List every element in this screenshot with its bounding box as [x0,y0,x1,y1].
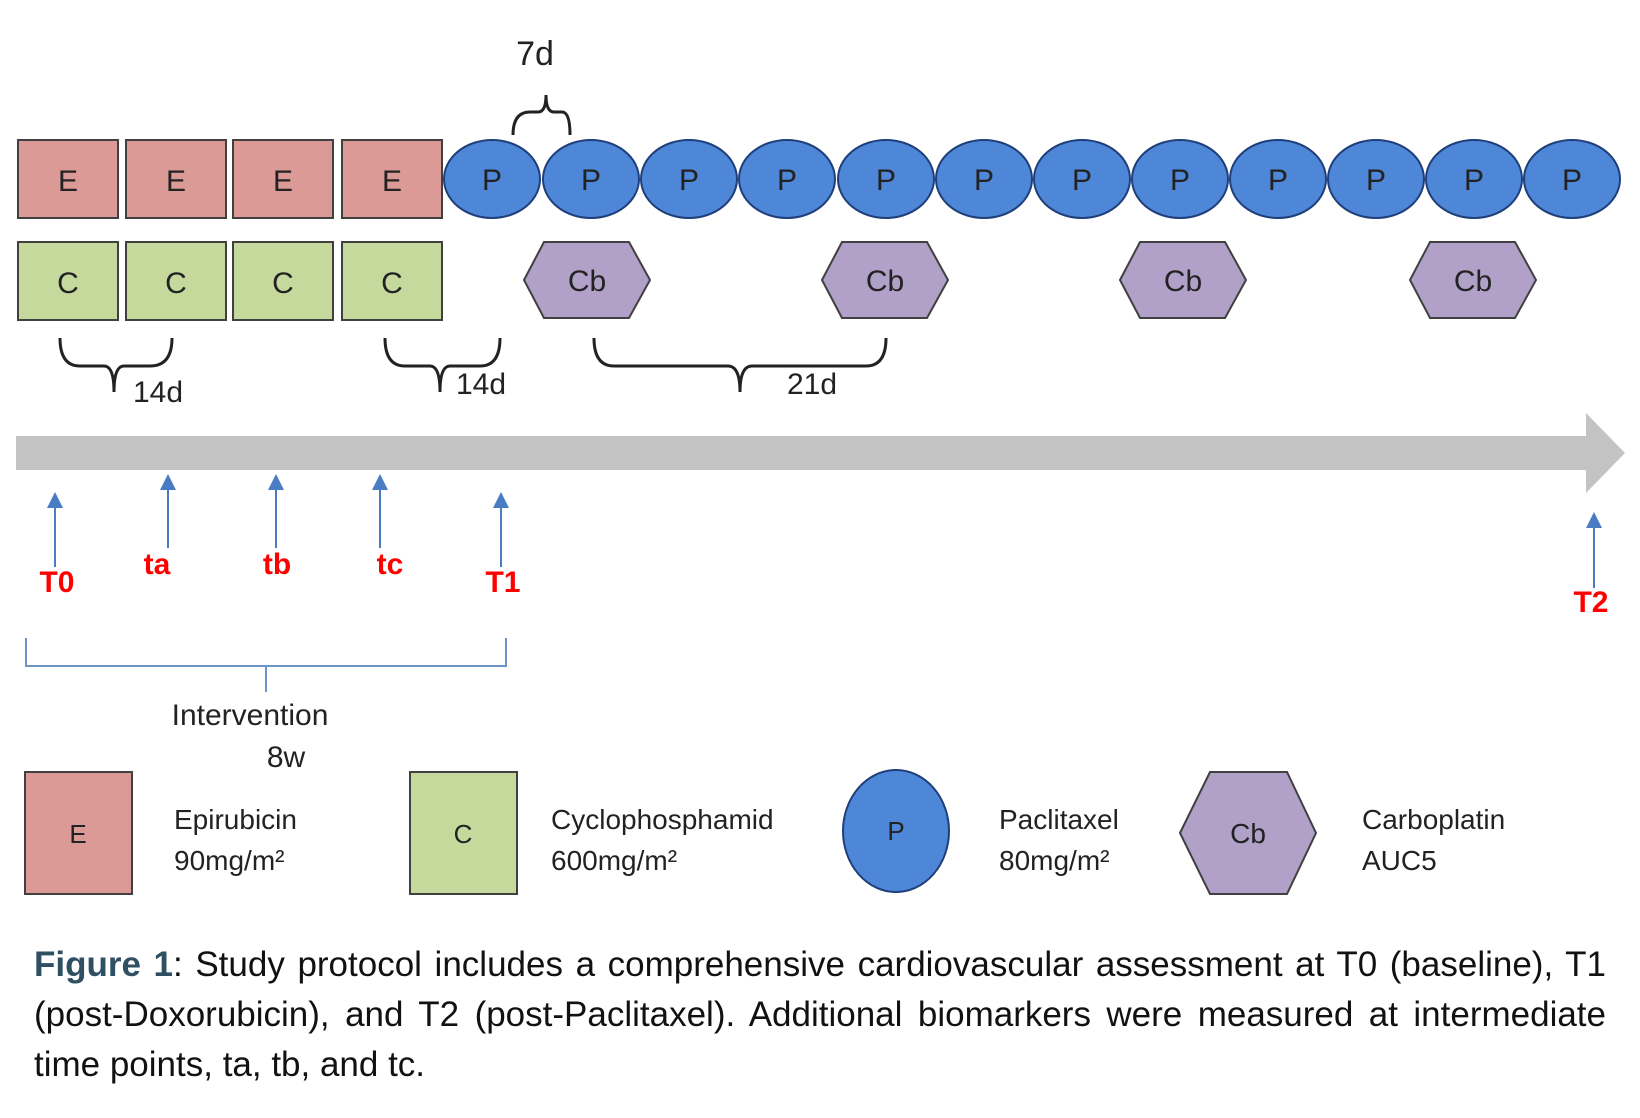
paclitaxel-oval: P [1229,139,1327,219]
carboplatin-row: Cb Cb Cb Cb [522,241,1538,319]
carboplatin-interval-label: 21d [787,368,837,401]
legend-item-epirubicin: E Epirubicin 90mg/m² [24,771,297,895]
paclitaxel-oval: P [738,139,836,219]
epirubicin-block: E [341,139,443,219]
ec-interval-brace-2: 14d [383,337,506,401]
paclitaxel-oval: P [1425,139,1523,219]
legend-dose: 80mg/m² [999,845,1109,876]
figure-label: Figure 1 [34,945,174,984]
epirubicin-block: E [232,139,334,219]
legend-item-carboplatin: Cb Carboplatin AUC5 [1178,771,1505,895]
intervention-bracket: Intervention 8w [25,638,507,774]
epirubicin-block: E [17,139,119,219]
legend-name: Cyclophosphamid [551,804,774,835]
paclitaxel-oval: P [640,139,738,219]
legend-item-cyclophosphamid: C Cyclophosphamid 600mg/m² [409,771,774,895]
cyclophosphamid-block-label: C [272,267,294,300]
carboplatin-hexagon: Cb [1408,241,1538,319]
legend-symbol: C [454,819,473,849]
legend-item-paclitaxel: P Paclitaxel 80mg/m² [842,769,1119,893]
paclitaxel-oval: P [1131,139,1229,219]
paclitaxel-oval-label: P [1366,164,1386,197]
carboplatin-hexagon: Cb [820,241,950,319]
carboplatin-hexagon-label: Cb [1164,265,1202,298]
cyclophosphamid-block: C [17,241,119,321]
intervention-duration: 8w [267,741,306,774]
paclitaxel-oval-label: P [1268,164,1288,197]
paclitaxel-oval: P [542,139,640,219]
epirubicin-block-label: E [166,165,186,198]
legend-name: Carboplatin [1362,804,1505,835]
paclitaxel-oval-label: P [1464,164,1484,197]
cyclophosphamid-block: C [341,241,443,321]
paclitaxel-oval: P [1523,139,1621,219]
carboplatin-hexagon-label: Cb [568,265,606,298]
timepoint-label-t0: T0 [39,566,74,599]
timepoint-label-t1: T1 [485,566,520,599]
timeline-arrow [16,413,1625,493]
epirubicin-block-label: E [58,165,78,198]
cyclophosphamid-block: C [232,241,334,321]
carboplatin-hexagon: Cb [1118,241,1248,319]
legend-dose: 90mg/m² [174,845,284,876]
paclitaxel-oval-label: P [1072,164,1092,197]
timepoint-label-ta: ta [144,548,171,581]
cyclophosphamid-block-label: C [57,267,79,300]
paclitaxel-oval-label: P [777,164,797,197]
paclitaxel-oval: P [443,139,541,219]
paclitaxel-oval-label: P [876,164,896,197]
intervention-label: Intervention [172,699,329,732]
legend-dose: 600mg/m² [551,845,677,876]
figure-caption: Figure 1: Study protocol includes a comp… [34,940,1606,1090]
legend-symbol: Cb [1230,818,1266,849]
paclitaxel-oval-label: P [679,164,699,197]
paclitaxel-oval-label: P [1562,164,1582,197]
legend-dose: AUC5 [1362,845,1437,876]
paclitaxel-interval-label: 7d [516,35,554,73]
epirubicin-block-label: E [382,165,402,198]
caption-text: : Study protocol includes a comprehensiv… [34,945,1606,1084]
carboplatin-hexagon-label: Cb [866,265,904,298]
epirubicin-block-label: E [273,165,293,198]
carboplatin-hexagon: Cb [522,241,652,319]
legend: E Epirubicin 90mg/m² C Cyclophosphamid 6… [24,769,1505,895]
cyclophosphamid-block: C [125,241,227,321]
paclitaxel-oval: P [1033,139,1131,219]
ec-interval-brace-1: 14d [58,337,183,409]
paclitaxel-oval-label: P [482,164,502,197]
timepoint-label-tc: tc [377,548,404,581]
carboplatin-interval-brace: 21d [592,337,888,401]
cyclophosphamid-block-label: C [165,267,187,300]
legend-symbol: P [887,816,904,846]
legend-symbol: E [69,819,86,849]
paclitaxel-oval-label: P [974,164,994,197]
carboplatin-hexagon-label: Cb [1454,265,1492,298]
paclitaxel-oval-label: P [1170,164,1190,197]
ec-interval-label-1: 14d [133,376,183,409]
epirubicin-block: E [125,139,227,219]
paclitaxel-row: P P P P P P P P P P P P [443,139,1621,219]
ec-interval-label-2: 14d [456,368,506,401]
paclitaxel-interval-brace: 7d [511,35,572,136]
paclitaxel-oval: P [935,139,1033,219]
cyclophosphamid-block-label: C [381,267,403,300]
timepoint-markers: T0 ta tb tc T1 T2 [39,474,1609,619]
paclitaxel-oval: P [837,139,935,219]
timepoint-label-tb: tb [263,548,291,581]
legend-name: Epirubicin [174,804,297,835]
paclitaxel-oval: P [1327,139,1425,219]
legend-name: Paclitaxel [999,804,1119,835]
epirubicin-row: E E E E [17,139,443,219]
timepoint-label-t2: T2 [1573,586,1608,619]
paclitaxel-oval-label: P [581,164,601,197]
cyclophosphamid-row: C C C C [17,241,443,321]
